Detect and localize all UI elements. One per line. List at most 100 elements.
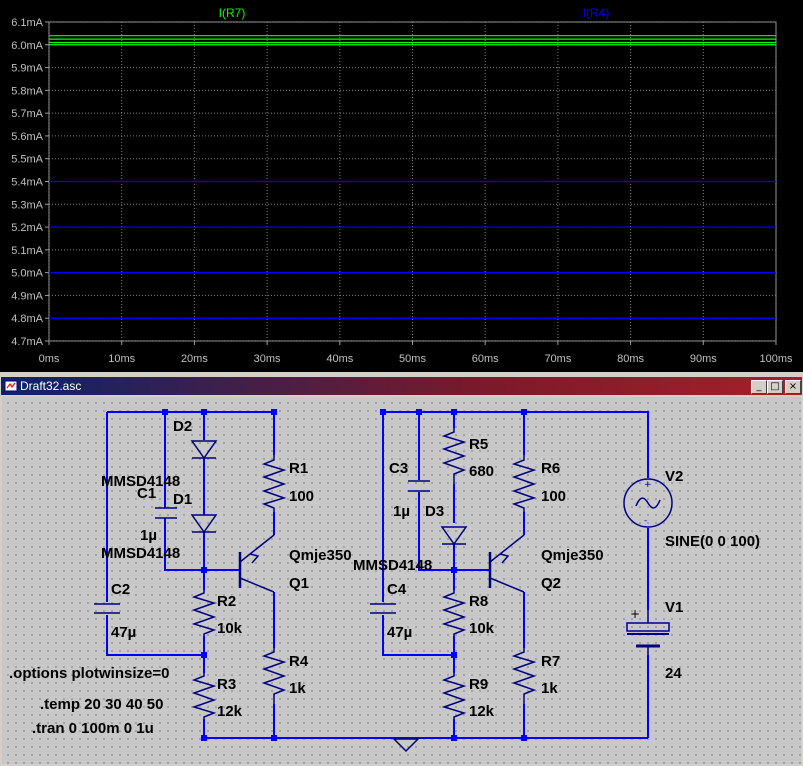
capacitor-c2[interactable]: [94, 603, 120, 614]
resistor-r3[interactable]: [191, 673, 217, 719]
junction-dots: [162, 409, 527, 741]
battery-v1[interactable]: [626, 610, 670, 655]
diode-d1[interactable]: [190, 514, 218, 534]
spice-directive-options[interactable]: .options plotwinsize=0: [9, 665, 169, 682]
label-q1-model: Qmje350: [289, 547, 352, 564]
label-q2-model: Qmje350: [541, 547, 604, 564]
y-tick-label: 4.8mA: [11, 313, 43, 325]
label-d3-model: MMSD4148: [353, 557, 432, 574]
diode-d2[interactable]: [190, 440, 218, 460]
label-r1-value: 100: [289, 488, 314, 505]
label-r7: R7: [541, 653, 560, 670]
wires: [106, 411, 649, 739]
junction-dot: [201, 409, 207, 415]
label-c3-value: 1µ: [393, 503, 410, 520]
junction-dot: [201, 652, 207, 658]
minimize-button[interactable]: _: [751, 380, 767, 394]
diode-d3[interactable]: [440, 526, 468, 546]
trace-label-i-r4[interactable]: I(R4): [583, 6, 610, 20]
resistor-r8[interactable]: [441, 590, 467, 636]
x-tick-label: 40ms: [326, 353, 353, 365]
y-tick-label: 5.8mA: [11, 85, 43, 97]
capacitor-c1[interactable]: [155, 507, 177, 519]
label-d2-model: MMSD4148: [101, 473, 180, 490]
resistor-r5[interactable]: [441, 428, 467, 484]
label-r2: R2: [217, 593, 236, 610]
resistor-r6[interactable]: [511, 455, 537, 512]
label-r3: R3: [217, 676, 236, 693]
label-r6: R6: [541, 460, 560, 477]
schematic-canvas[interactable]: + - + D2 MMSD4148 C1 D1 1µ MMSD4148 R1 1…: [2, 397, 801, 764]
label-r8-value: 10k: [469, 620, 495, 637]
close-button[interactable]: ×: [785, 380, 801, 394]
label-d1-model: MMSD4148: [101, 545, 180, 562]
maximize-button[interactable]: □: [767, 380, 783, 394]
label-v1: V1: [665, 599, 683, 616]
x-tick-label: 10ms: [108, 353, 135, 365]
svg-text:+: +: [644, 480, 652, 490]
resistor-r1[interactable]: [261, 455, 287, 512]
y-tick-label: 5.9mA: [11, 63, 43, 75]
junction-dot: [451, 567, 457, 573]
junction-dot: [451, 735, 457, 741]
label-c2: C2: [111, 581, 130, 598]
resistor-r9[interactable]: [441, 673, 467, 719]
y-tick-label: 5.5mA: [11, 154, 43, 166]
junction-dot: [451, 409, 457, 415]
y-tick-label: 6.0mA: [11, 40, 43, 52]
junction-dot: [271, 409, 277, 415]
y-tick-label: 4.7mA: [11, 336, 43, 348]
resistor-r2[interactable]: [191, 590, 217, 636]
x-tick-label: 90ms: [690, 353, 717, 365]
label-c1-value: 1µ: [140, 527, 157, 544]
y-tick-label: 5.1mA: [11, 245, 43, 257]
y-tick-label: 5.3mA: [11, 199, 43, 211]
trace-label-i-r7[interactable]: I(R7): [219, 6, 246, 20]
transistor-q2[interactable]: [488, 534, 525, 593]
resistor-r4[interactable]: [261, 648, 287, 704]
resistor-r7[interactable]: [511, 648, 537, 704]
label-c3: C3: [389, 460, 408, 477]
label-r4: R4: [289, 653, 309, 670]
spice-directive-tran[interactable]: .tran 0 100m 0 1u: [32, 720, 154, 737]
capacitor-c3[interactable]: [408, 480, 430, 492]
label-q1: Q1: [289, 575, 309, 592]
x-tick-label: 100ms: [759, 353, 793, 365]
label-v2: V2: [665, 468, 683, 485]
label-d2: D2: [173, 418, 192, 435]
window-title: Draft32.asc: [20, 379, 82, 393]
y-tick-label: 5.4mA: [11, 177, 43, 189]
x-tick-label: 60ms: [472, 353, 499, 365]
y-tick-label: 5.2mA: [11, 222, 43, 234]
x-tick-label: 20ms: [181, 353, 208, 365]
label-r4-value: 1k: [289, 680, 306, 697]
label-c1: C1: [137, 485, 156, 502]
label-v2-value: SINE(0 0 100): [665, 533, 760, 550]
label-r3-value: 12k: [217, 703, 243, 720]
capacitor-c4[interactable]: [370, 603, 396, 614]
label-d1: D1: [173, 491, 192, 508]
junction-dot: [416, 409, 422, 415]
spice-directive-temp[interactable]: .temp 20 30 40 50: [40, 696, 163, 713]
junction-dot: [521, 735, 527, 741]
y-tick-label: 5.7mA: [11, 108, 43, 120]
window-titlebar[interactable]: Draft32.asc _ □ ×: [1, 377, 802, 395]
v2-polarity-marks: + -: [644, 480, 652, 526]
label-r1: R1: [289, 460, 308, 477]
junction-dot: [451, 652, 457, 658]
schematic-drawing[interactable]: + - + D2 MMSD4148 C1 D1 1µ MMSD4148 R1 1…: [2, 397, 801, 764]
junction-dot: [380, 409, 386, 415]
y-tick-label: 5.0mA: [11, 268, 43, 280]
transistor-q1[interactable]: [238, 534, 275, 593]
schematic-window[interactable]: Draft32.asc _ □ ×: [0, 376, 803, 766]
junction-dot: [271, 735, 277, 741]
label-r6-value: 100: [541, 488, 566, 505]
x-tick-label: 70ms: [544, 353, 571, 365]
waveform-plot[interactable]: 6.1mA6.0mA5.9mA5.8mA5.7mA5.6mA5.5mA5.4mA…: [0, 0, 803, 372]
y-tick-label: 5.6mA: [11, 131, 43, 143]
junction-dot: [201, 567, 207, 573]
voltage-source-v2[interactable]: [623, 478, 673, 528]
x-tick-label: 50ms: [399, 353, 426, 365]
